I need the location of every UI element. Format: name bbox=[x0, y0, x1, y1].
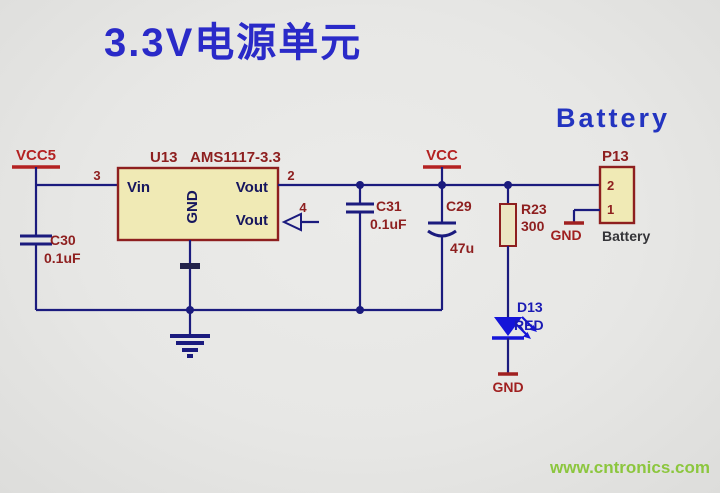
gnd-led: GND bbox=[492, 372, 524, 395]
net-label-vcc5: VCC5 bbox=[16, 147, 56, 164]
chip-gnd-branch bbox=[170, 240, 210, 358]
u13-pin-vin-label: Vin bbox=[127, 179, 150, 196]
led-triangle-icon bbox=[494, 317, 522, 336]
led-d13: D13 RED bbox=[492, 299, 544, 374]
pin-number-2: 2 bbox=[287, 168, 294, 183]
r23-body bbox=[499, 203, 517, 247]
capacitor-c30: C30 0.1uF bbox=[20, 232, 81, 266]
power-net-vcc: VCC bbox=[423, 147, 461, 189]
led-emission-arrowhead bbox=[529, 325, 537, 332]
capacitor-c31: C31 0.1uF bbox=[346, 181, 407, 310]
led-emission-arrowhead bbox=[523, 332, 531, 339]
pin-number-4: 4 bbox=[299, 200, 307, 215]
pin-number-3: 3 bbox=[93, 168, 100, 183]
p13-pin2-number: 2 bbox=[607, 178, 614, 193]
watermark: www.cntronics.com bbox=[550, 458, 710, 477]
capacitor-curved-plate bbox=[427, 229, 457, 238]
r23-ref-label: R23 bbox=[521, 201, 547, 217]
power-net-vcc5: VCC5 3 bbox=[12, 147, 118, 310]
u13-pin-vout1-label: Vout bbox=[236, 179, 268, 196]
c30-ref-label: C30 bbox=[50, 232, 76, 248]
bottom-rail bbox=[36, 306, 442, 314]
net-label-vcc: VCC bbox=[426, 147, 458, 164]
d13-ref-label: D13 bbox=[517, 299, 543, 315]
p13-body bbox=[598, 165, 636, 225]
page-title: 3.3V电源单元 bbox=[104, 21, 363, 65]
p13-ref-label: P13 bbox=[602, 148, 629, 165]
c29-ref-label: C29 bbox=[446, 198, 472, 214]
c31-value-label: 0.1uF bbox=[370, 216, 407, 232]
pin4-port: 4 bbox=[281, 200, 319, 232]
junction-dot bbox=[356, 181, 364, 189]
c31-ref-label: C31 bbox=[376, 198, 402, 214]
gnd-label-battery: GND bbox=[550, 227, 581, 243]
u13-pin-vout2-label: Vout bbox=[236, 212, 268, 229]
junction-dot bbox=[186, 306, 194, 314]
c29-value-label: 47u bbox=[450, 240, 474, 256]
u13-ref-label: U13 bbox=[150, 149, 178, 166]
regulator-u13: U13 AMS1117-3.3 Vin Vout Vout GND bbox=[116, 149, 281, 242]
capacitor-c29: C29 47u bbox=[427, 185, 474, 310]
r23-value-label: 300 bbox=[521, 218, 545, 234]
port-arrow-icon bbox=[281, 212, 302, 232]
u13-body bbox=[116, 166, 280, 242]
u13-part-label: AMS1117-3.3 bbox=[190, 149, 281, 166]
p13-battery-label: Battery bbox=[602, 228, 650, 244]
d13-value-label: RED bbox=[514, 317, 544, 333]
junction-dot bbox=[504, 181, 512, 189]
gnd-label-led: GND bbox=[492, 379, 523, 395]
p13-pin1-number: 1 bbox=[607, 202, 614, 217]
battery-section-heading: Battery bbox=[556, 103, 671, 133]
connector-p13: P13 2 1 GND Battery bbox=[550, 148, 650, 244]
c30-value-label: 0.1uF bbox=[44, 250, 81, 266]
u13-pin-gnd-label: GND bbox=[184, 190, 201, 224]
resistor-r23: R23 300 bbox=[499, 181, 547, 317]
